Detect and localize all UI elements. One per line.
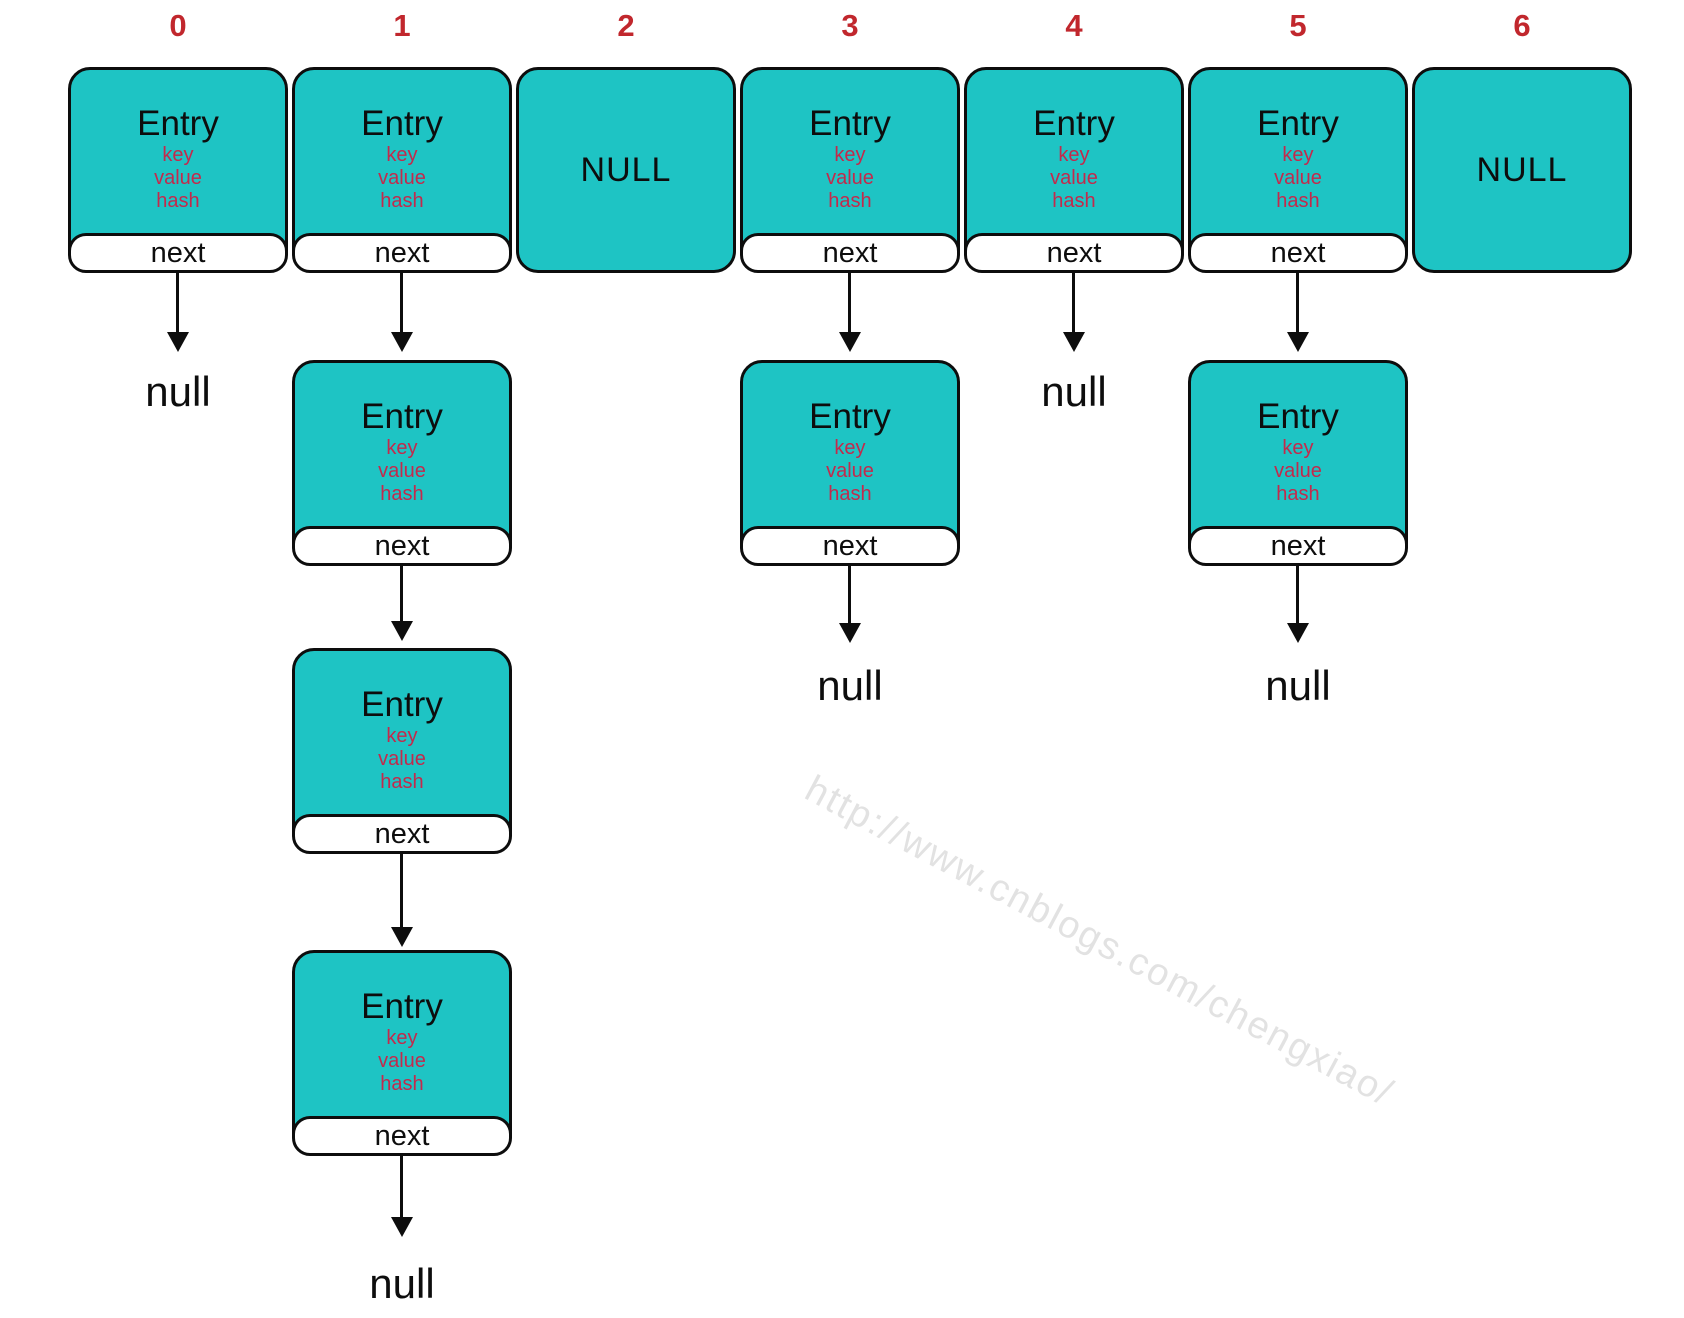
entry-field-hash: hash <box>1276 482 1320 505</box>
entry-title: Entry <box>361 986 443 1026</box>
entry-field-value: value <box>378 747 426 770</box>
entry-field-hash: hash <box>380 482 424 505</box>
entry-title: Entry <box>137 103 219 143</box>
null-terminator-bucket1: null <box>369 1260 435 1307</box>
entry-body: Entry key value hash <box>361 98 443 243</box>
entry-body: Entry key value hash <box>361 391 443 536</box>
entry-body: Entry key value hash <box>1257 98 1339 243</box>
entry-field-value: value <box>378 166 426 189</box>
entry-field-hash: hash <box>380 189 424 212</box>
entry-body: Entry key value hash <box>137 98 219 243</box>
entry-field-value: value <box>378 459 426 482</box>
entry-field-value: value <box>378 1049 426 1072</box>
entry-field-value: value <box>1274 166 1322 189</box>
entry-node-bucket3-level2: Entry key value hash next <box>740 360 960 566</box>
bucket-index-3: 3 <box>841 8 859 43</box>
entry-node-bucket1-level3: Entry key value hash next <box>292 648 512 854</box>
next-pointer-slot: next <box>740 526 960 566</box>
bucket-index-1: 1 <box>393 8 411 43</box>
next-pointer-slot: next <box>292 526 512 566</box>
null-terminator-bucket0: null <box>145 368 211 415</box>
entry-field-key: key <box>834 143 866 166</box>
entry-field-hash: hash <box>1052 189 1096 212</box>
next-pointer-slot: next <box>292 1116 512 1156</box>
entry-node-bucket0: Entry key value hash next <box>68 67 288 273</box>
arrow-bucket3-l1-to-l2 <box>848 273 851 333</box>
entry-field-value: value <box>1274 459 1322 482</box>
entry-node-bucket4: Entry key value hash next <box>964 67 1184 273</box>
entry-field-key: key <box>162 143 194 166</box>
entry-field-key: key <box>386 724 418 747</box>
entry-field-hash: hash <box>380 770 424 793</box>
arrow-bucket5-l2-to-null <box>1296 566 1299 624</box>
entry-node-bucket1-level4: Entry key value hash next <box>292 950 512 1156</box>
entry-node-bucket1-level2: Entry key value hash next <box>292 360 512 566</box>
entry-field-key: key <box>834 436 866 459</box>
null-bucket-6: NULL <box>1412 67 1632 273</box>
entry-body: Entry key value hash <box>361 981 443 1126</box>
entry-title: Entry <box>1257 396 1339 436</box>
null-bucket-2: NULL <box>516 67 736 273</box>
entry-field-value: value <box>826 166 874 189</box>
entry-field-hash: hash <box>380 1072 424 1095</box>
bucket-index-0: 0 <box>169 8 187 43</box>
next-pointer-slot: next <box>292 814 512 854</box>
entry-node-bucket5-level1: Entry key value hash next <box>1188 67 1408 273</box>
entry-field-value: value <box>154 166 202 189</box>
next-pointer-slot: next <box>68 233 288 273</box>
arrow-bucket4-to-null <box>1072 273 1075 333</box>
entry-body: Entry key value hash <box>809 98 891 243</box>
arrow-bucket5-l1-to-l2 <box>1296 273 1299 333</box>
entry-title: Entry <box>1257 103 1339 143</box>
entry-field-hash: hash <box>828 482 872 505</box>
arrow-bucket1-l3-to-l4 <box>400 854 403 928</box>
entry-field-key: key <box>1282 143 1314 166</box>
entry-title: Entry <box>809 103 891 143</box>
entry-title: Entry <box>361 684 443 724</box>
bucket-index-4: 4 <box>1065 8 1083 43</box>
watermark-text: http://www.cnblogs.com/chengxiao/ <box>798 768 1401 1115</box>
null-terminator-bucket4: null <box>1041 368 1107 415</box>
entry-body: Entry key value hash <box>361 679 443 824</box>
entry-field-value: value <box>826 459 874 482</box>
entry-field-hash: hash <box>156 189 200 212</box>
entry-node-bucket3-level1: Entry key value hash next <box>740 67 960 273</box>
entry-field-key: key <box>386 143 418 166</box>
entry-field-hash: hash <box>828 189 872 212</box>
entry-node-bucket5-level2: Entry key value hash next <box>1188 360 1408 566</box>
entry-body: Entry key value hash <box>1257 391 1339 536</box>
bucket-index-5: 5 <box>1289 8 1307 43</box>
arrow-bucket0-to-null <box>176 273 179 333</box>
next-pointer-slot: next <box>292 233 512 273</box>
bucket-index-2: 2 <box>617 8 635 43</box>
entry-field-value: value <box>1050 166 1098 189</box>
next-pointer-slot: next <box>1188 526 1408 566</box>
entry-title: Entry <box>361 396 443 436</box>
null-terminator-bucket3: null <box>817 662 883 709</box>
entry-field-key: key <box>386 436 418 459</box>
entry-body: Entry key value hash <box>1033 98 1115 243</box>
next-pointer-slot: next <box>740 233 960 273</box>
next-pointer-slot: next <box>1188 233 1408 273</box>
entry-title: Entry <box>1033 103 1115 143</box>
entry-title: Entry <box>361 103 443 143</box>
entry-body: Entry key value hash <box>809 391 891 536</box>
entry-node-bucket1-level1: Entry key value hash next <box>292 67 512 273</box>
bucket-index-6: 6 <box>1513 8 1531 43</box>
arrow-bucket3-l2-to-null <box>848 566 851 624</box>
entry-field-key: key <box>1058 143 1090 166</box>
arrow-bucket1-l2-to-l3 <box>400 566 403 622</box>
entry-field-hash: hash <box>1276 189 1320 212</box>
entry-field-key: key <box>1282 436 1314 459</box>
null-terminator-bucket5: null <box>1265 662 1331 709</box>
arrow-bucket1-l1-to-l2 <box>400 273 403 333</box>
arrow-bucket1-l4-to-null <box>400 1156 403 1218</box>
entry-field-key: key <box>386 1026 418 1049</box>
entry-title: Entry <box>809 396 891 436</box>
next-pointer-slot: next <box>964 233 1184 273</box>
